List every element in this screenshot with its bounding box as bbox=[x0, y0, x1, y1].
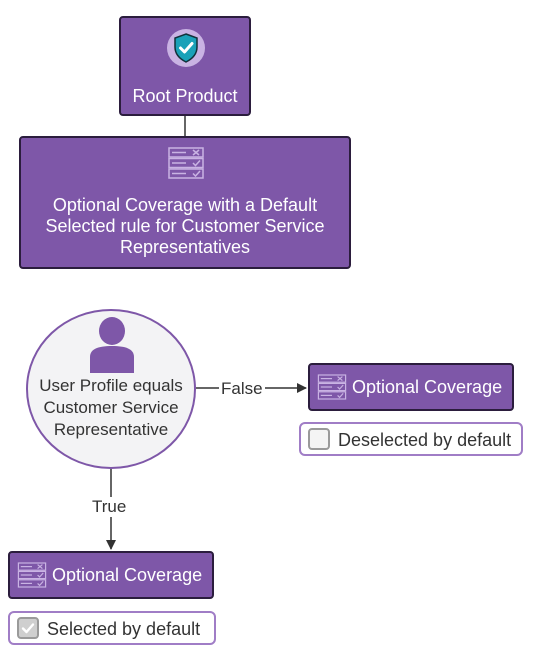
optional-coverage-false-node[interactable]: Optional Coverage bbox=[308, 363, 514, 411]
optional-coverage-true-node[interactable]: Optional Coverage bbox=[8, 551, 214, 599]
rule-label: Optional Coverage with a Default Selecte… bbox=[45, 195, 325, 257]
checklist-icon bbox=[168, 147, 204, 179]
checked-checkbox[interactable] bbox=[17, 617, 39, 639]
checklist-icon bbox=[317, 374, 347, 400]
deselected-label: Deselected by default bbox=[338, 430, 512, 450]
selected-label: Selected by default bbox=[47, 619, 201, 639]
decision-label: User Profile equals Customer Service Rep… bbox=[39, 376, 183, 439]
false-edge-label: False bbox=[219, 379, 265, 399]
rule-node[interactable]: Optional Coverage with a Default Selecte… bbox=[19, 136, 351, 269]
user-profile-decision[interactable]: User Profile equals Customer Service Rep… bbox=[26, 309, 196, 469]
optional-coverage-label: Optional Coverage bbox=[352, 377, 503, 397]
selected-state-box: Selected by default bbox=[8, 611, 216, 645]
optional-coverage-label: Optional Coverage bbox=[52, 565, 203, 585]
true-edge-label: True bbox=[90, 497, 129, 517]
checklist-icon bbox=[17, 562, 47, 588]
user-icon bbox=[90, 317, 134, 373]
root-product-label: Root Product bbox=[132, 86, 238, 106]
deselected-state-box: Deselected by default bbox=[299, 422, 523, 456]
checkmark-icon bbox=[21, 623, 35, 634]
root-product-node[interactable]: Root Product bbox=[119, 16, 251, 116]
unchecked-checkbox[interactable] bbox=[308, 428, 330, 450]
shield-check-icon bbox=[167, 29, 205, 67]
